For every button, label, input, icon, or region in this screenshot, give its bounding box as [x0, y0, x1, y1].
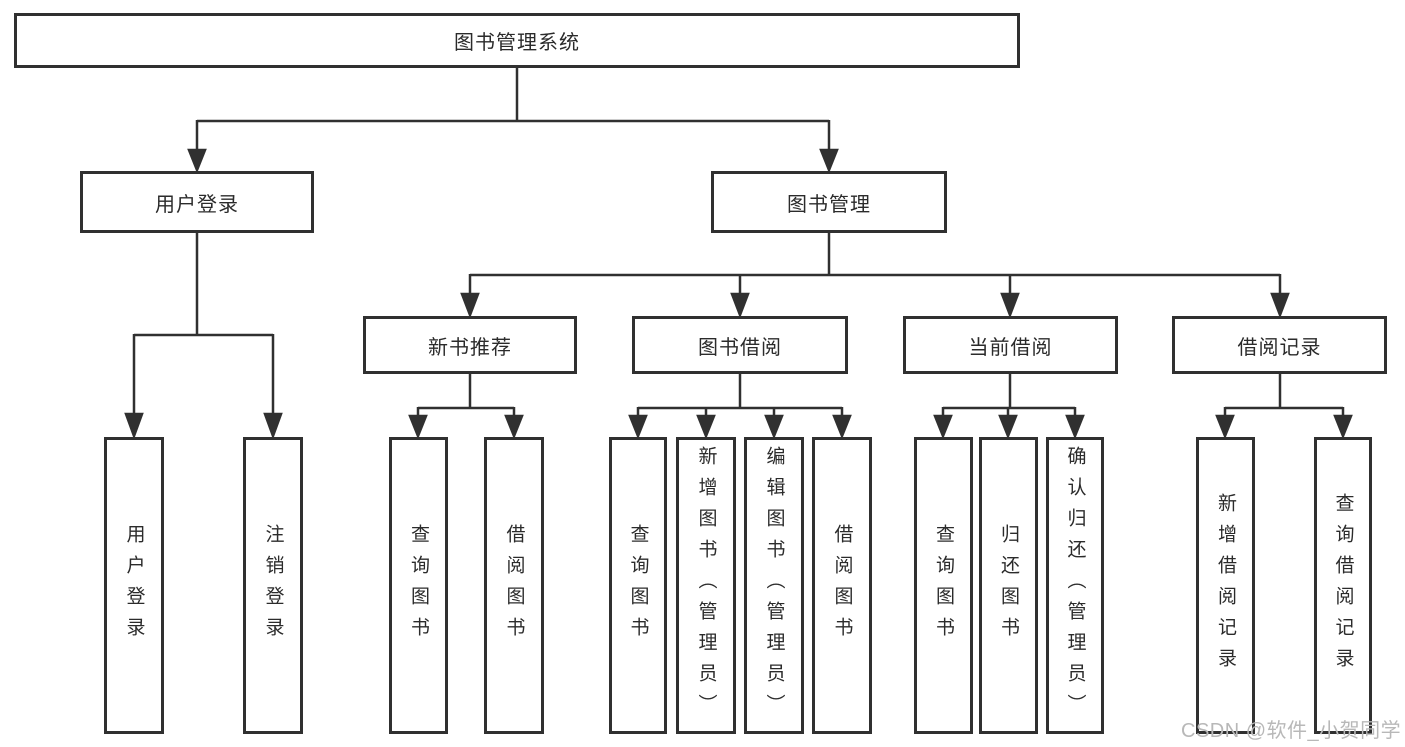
node-user-login-label: 用户登录	[155, 193, 239, 216]
node-book-borrow: 图书借阅	[632, 316, 848, 374]
node-user-login: 用户登录	[80, 171, 314, 233]
leaf-borrow-add-books-admin-label: 新增图书（管理员）	[695, 446, 717, 725]
connector-borrow-to-leaves	[628, 374, 852, 440]
csdn-watermark: CSDN @软件_小贺同学	[1181, 720, 1402, 742]
leaf-current-confirm-return-admin: 确认归还（管理员）	[1046, 437, 1104, 734]
node-current-borrow: 当前借阅	[903, 316, 1118, 374]
leaf-recommend-query-books-label: 查询图书	[408, 523, 429, 648]
connector-user-login-to-leaves	[124, 233, 283, 440]
leaf-recommend-borrow-books-label: 借阅图书	[503, 523, 525, 648]
connector-recommend-to-leaves	[408, 374, 524, 440]
leaf-user-login: 用户登录	[104, 437, 164, 734]
node-book-management-label: 图书管理	[787, 193, 871, 216]
leaf-borrow-add-books-admin: 新增图书（管理员）	[676, 437, 736, 734]
node-borrow-records-label: 借阅记录	[1237, 336, 1322, 359]
leaf-borrow-query-books: 查询图书	[609, 437, 667, 734]
node-root-label: 图书管理系统	[454, 32, 580, 54]
leaf-records-add-borrow-record-label: 新增借阅记录	[1215, 492, 1236, 679]
leaf-recommend-query-books: 查询图书	[389, 437, 448, 734]
leaf-logout-login-label: 注销登录	[262, 523, 284, 648]
node-book-management: 图书管理	[711, 171, 947, 233]
leaf-records-add-borrow-record: 新增借阅记录	[1196, 437, 1255, 734]
node-book-borrow-label: 图书借阅	[698, 336, 782, 359]
leaf-logout-login: 注销登录	[243, 437, 303, 734]
leaf-recommend-borrow-books: 借阅图书	[484, 437, 544, 734]
connector-root-to-level1	[187, 68, 839, 174]
leaf-current-query-books-label: 查询图书	[933, 523, 954, 648]
node-borrow-records: 借阅记录	[1172, 316, 1387, 374]
leaf-current-return-books-label: 归还图书	[998, 523, 1019, 648]
leaf-borrow-borrow-books-label: 借阅图书	[831, 523, 853, 648]
leaf-current-return-books: 归还图书	[979, 437, 1038, 734]
leaf-current-confirm-return-admin-label: 确认归还（管理员）	[1064, 446, 1086, 725]
leaf-borrow-query-books-label: 查询图书	[627, 523, 649, 648]
connector-book-management-to-level2	[460, 233, 1290, 319]
node-new-book-recommend: 新书推荐	[363, 316, 577, 374]
node-new-book-recommend-label: 新书推荐	[428, 336, 512, 359]
node-root: 图书管理系统	[14, 13, 1020, 68]
leaf-user-login-label: 用户登录	[123, 523, 145, 648]
connector-current-to-leaves	[933, 374, 1085, 440]
leaf-records-query-borrow-record-label: 查询借阅记录	[1332, 492, 1354, 679]
leaf-records-query-borrow-record: 查询借阅记录	[1314, 437, 1372, 734]
connector-records-to-leaves	[1215, 374, 1353, 440]
node-current-borrow-label: 当前借阅	[968, 336, 1053, 359]
leaf-current-query-books: 查询图书	[914, 437, 973, 734]
leaf-borrow-edit-books-admin: 编辑图书（管理员）	[744, 437, 804, 734]
leaf-borrow-borrow-books: 借阅图书	[812, 437, 872, 734]
leaf-borrow-edit-books-admin-label: 编辑图书（管理员）	[763, 446, 785, 725]
